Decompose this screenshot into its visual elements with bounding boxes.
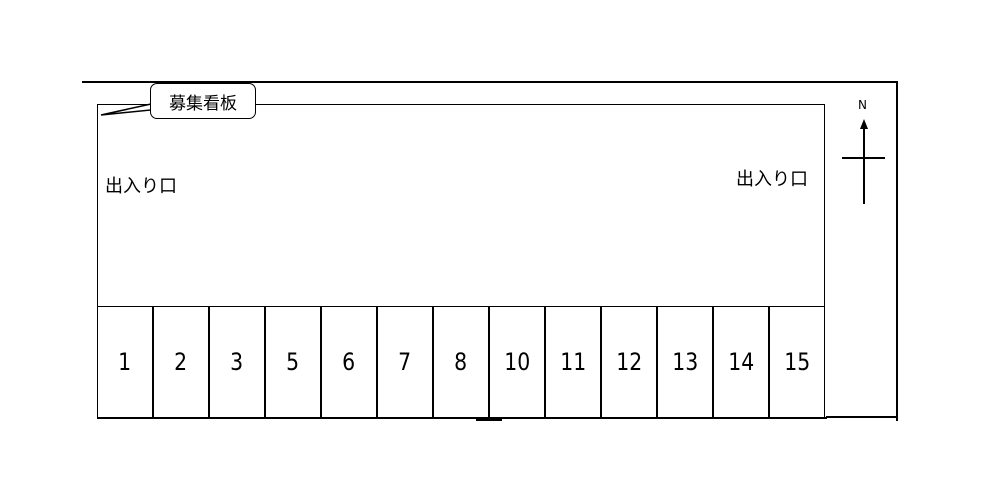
parking-stall: 6 <box>321 306 377 418</box>
stall-number: 1 <box>118 348 132 376</box>
stall-number: 15 <box>784 348 810 376</box>
boundary-bottom-right-line <box>826 416 898 418</box>
boundary-bottom-line <box>97 417 827 419</box>
stall-number: 8 <box>454 348 468 376</box>
stall-number: 11 <box>560 348 586 376</box>
stall-number: 12 <box>616 348 642 376</box>
stall-number: 3 <box>230 348 244 376</box>
stall-number: 7 <box>398 348 412 376</box>
stall-number: 2 <box>174 348 188 376</box>
north-label: N <box>858 98 867 112</box>
stall-number: 10 <box>504 348 530 376</box>
stall-number: 14 <box>728 348 754 376</box>
stall-number: 5 <box>286 348 300 376</box>
parking-stall: 2 <box>153 306 209 418</box>
stall-number: 6 <box>342 348 356 376</box>
parking-stall: 8 <box>433 306 489 418</box>
parking-stall: 12 <box>601 306 657 418</box>
recruitment-sign: 募集看板 <box>150 83 256 119</box>
boundary-top-line <box>82 81 898 83</box>
parking-stall: 14 <box>713 306 769 418</box>
parking-stall: 5 <box>265 306 321 418</box>
parking-stall: 13 <box>657 306 713 418</box>
stall-number: 13 <box>672 348 698 376</box>
entrance-right-label: 出入り口 <box>736 169 808 190</box>
parking-stall: 10 <box>489 306 545 418</box>
entrance-left-label: 出入り口 <box>105 176 177 197</box>
road-mark <box>476 419 502 421</box>
parking-stall: 3 <box>209 306 265 418</box>
parking-stall: 11 <box>545 306 601 418</box>
parking-stall: 7 <box>377 306 433 418</box>
parking-stall: 1 <box>97 306 153 418</box>
sign-label: 募集看板 <box>169 93 237 114</box>
boundary-right-line <box>896 81 898 421</box>
parking-stall: 15 <box>769 306 825 418</box>
